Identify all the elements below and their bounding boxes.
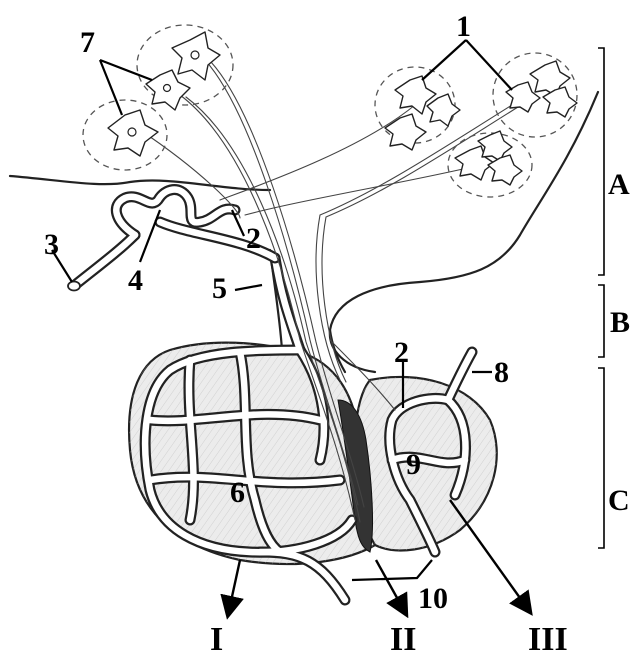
label-10: 10 [418, 582, 448, 615]
region-label-a: A [608, 168, 630, 201]
label-5: 5 [212, 272, 227, 305]
label-1: 1 [456, 10, 471, 43]
output-label-ii: II [390, 621, 416, 657]
label-8: 8 [494, 356, 509, 389]
label-9: 9 [406, 448, 421, 481]
region-brackets [598, 48, 604, 548]
output-label-i: I [210, 621, 223, 657]
label-6: 6 [230, 476, 245, 509]
label-4: 4 [128, 264, 143, 297]
label-7: 7 [80, 26, 95, 59]
label-2-lower: 2 [394, 336, 409, 369]
label-3: 3 [44, 228, 59, 261]
output-label-iii: III [528, 621, 568, 657]
region-label-c: C [608, 484, 630, 517]
hypothalamus-outline [10, 92, 598, 372]
region-label-b: B [610, 306, 630, 339]
primary-capillary-plexus [68, 190, 275, 291]
label-2-upper: 2 [246, 222, 261, 255]
